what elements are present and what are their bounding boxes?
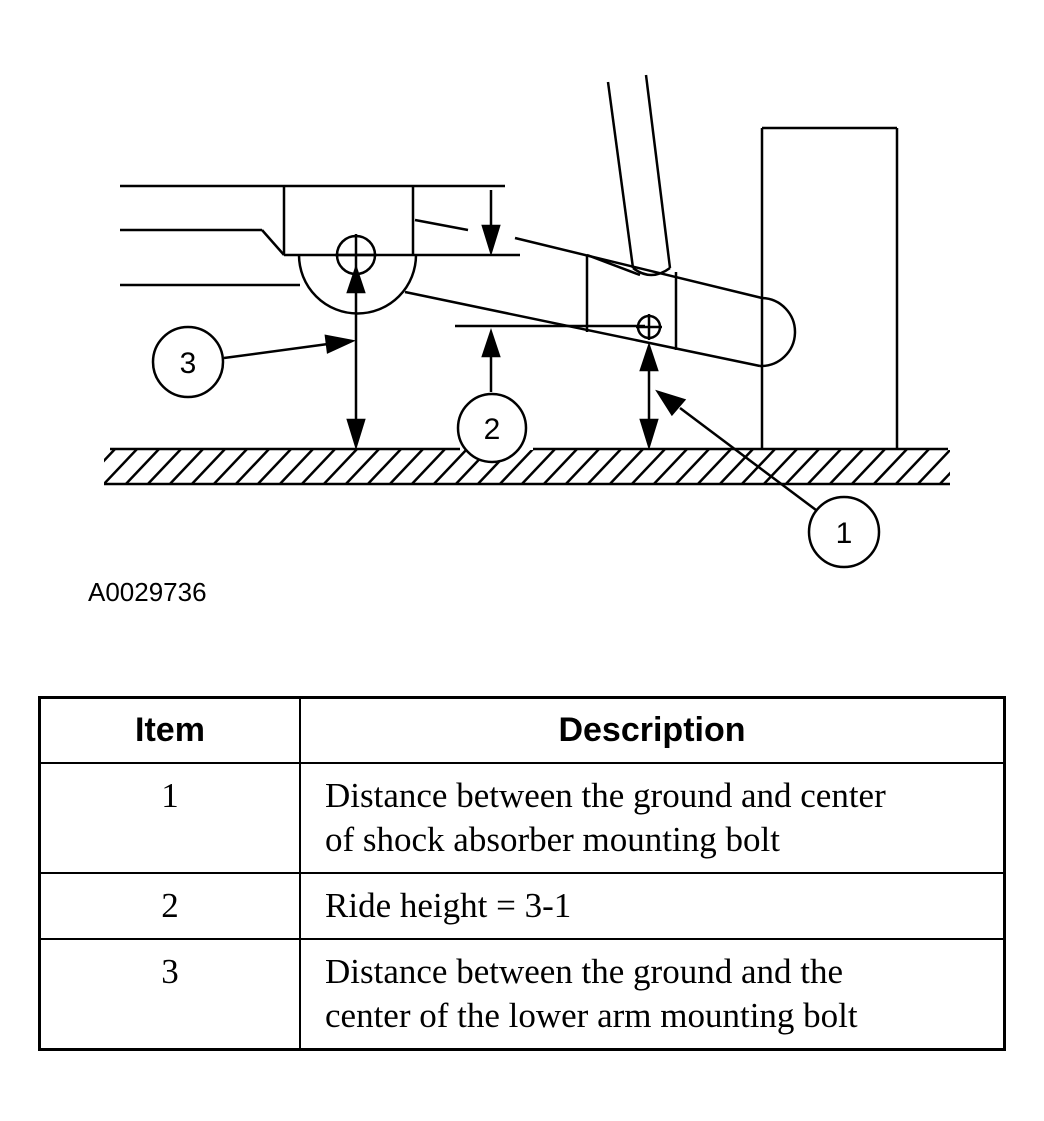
hatch-line [190,450,226,484]
row-description: Distance between the ground and center o… [299,762,1006,874]
lower-arm-pivot [297,234,418,315]
hatch-line [762,450,798,484]
hatch-line [960,448,996,486]
shock-absorber [606,74,672,340]
hatch-line [938,471,950,484]
hatch-line [586,450,622,484]
legend-header-row: Item Description [38,696,1006,764]
row-item: 3 [38,938,301,1051]
hatch-line [168,450,204,484]
callout-2: 2 [456,392,528,464]
callout-1-label: 1 [836,517,853,550]
header-item: Item [38,696,301,764]
lower-control-arm [404,218,797,368]
hatch-line [850,450,886,484]
legend-table: Item Description 1 Distance between the … [38,696,1006,1051]
row-item: 2 [38,872,301,940]
description-line: Ride height = 3-1 [325,886,572,925]
callout-2-label: 2 [484,413,501,446]
callout-3: 3 [151,325,225,399]
row-description: Distance between the ground and the cent… [299,938,1006,1051]
table-row: 2 Ride height = 3-1 [38,872,1006,940]
measurement-arrows [346,190,659,451]
hatch-line [300,450,336,484]
row-description: Ride height = 3-1 [299,872,1006,940]
hatch-line [278,450,314,484]
frame-rail [120,184,520,287]
row-item: 1 [38,762,301,874]
hatch-line [828,450,864,484]
hatch-line [432,450,468,484]
figure-id-label: A0029736 [88,577,207,607]
hatch-line [894,450,930,484]
hatch-line [256,450,292,484]
hatch-line [366,450,402,484]
table-row: 3 Distance between the ground and the ce… [38,938,1006,1051]
hatch-line [344,450,380,484]
hatch-line [104,450,116,463]
hatch-line [696,450,732,484]
hatch-line [498,450,534,484]
ground-hatching [104,447,996,486]
hatch-line [916,450,950,484]
hatch-line [520,450,556,484]
hatch-line [322,450,358,484]
hatch-line [542,450,578,484]
description-line: center of the lower arm mounting bolt [325,996,858,1035]
hatch-line [652,450,688,484]
ride-height-diagram: 3 2 1 A0029736 [88,74,996,607]
callout-1: 1 [807,495,881,569]
hatch-line [784,450,820,484]
callout-3-label: 3 [180,347,197,380]
header-description: Description [299,696,1006,764]
hatch-line [212,450,248,484]
hatch-line [674,450,710,484]
hatch-line [146,450,182,484]
leader-lines [223,334,817,511]
hatch-line [630,450,666,484]
hatch-line [806,450,842,484]
hatch-line [410,450,446,484]
hatch-line [718,450,754,484]
wheel-block [760,126,899,450]
hatch-line [872,450,908,484]
table-row: 1 Distance between the ground and center… [38,762,1006,874]
description-line: Distance between the ground and center [325,776,886,815]
hatch-line [388,450,424,484]
hatch-line [124,450,160,484]
description-line: Distance between the ground and the [325,952,844,991]
description-line: of shock absorber mounting bolt [325,820,780,859]
hatch-line [234,450,270,484]
hatch-line [104,450,138,484]
hatch-line [564,450,600,484]
hatch-line [608,450,644,484]
